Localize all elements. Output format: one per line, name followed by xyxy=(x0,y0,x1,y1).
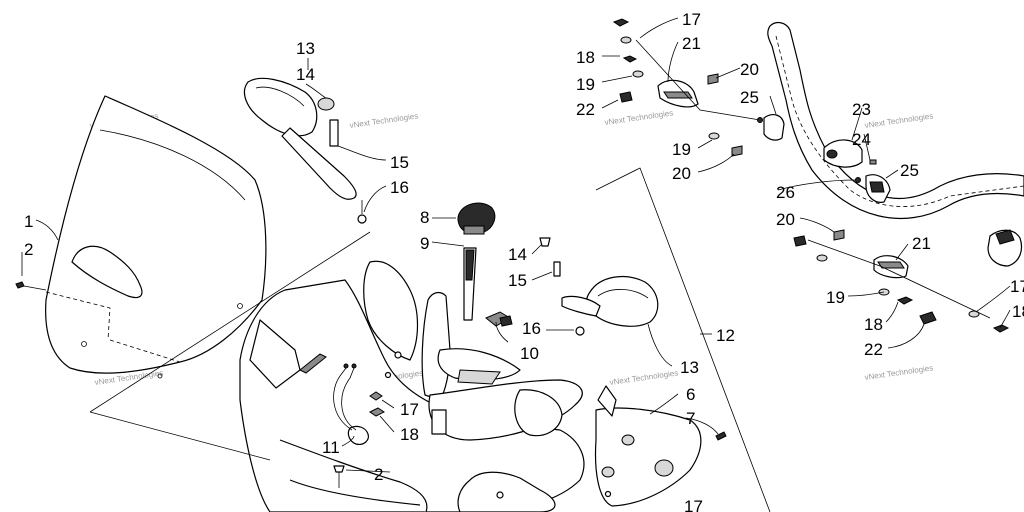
callout-9: 9 xyxy=(420,234,429,253)
screw-2-left xyxy=(15,281,47,291)
callout-24: 24 xyxy=(852,130,871,149)
callout-19: 19 xyxy=(576,75,595,94)
callout-21: 21 xyxy=(682,34,701,53)
screw-2-bottom xyxy=(333,465,345,488)
handlebar xyxy=(767,21,1024,267)
callout-12: 12 xyxy=(716,326,735,345)
callout-20: 20 xyxy=(740,60,759,79)
callout-20: 20 xyxy=(776,210,795,229)
nuts-center xyxy=(369,391,385,417)
callout-13: 13 xyxy=(680,358,699,377)
clamp-upper xyxy=(612,18,785,157)
callout-20: 20 xyxy=(672,164,691,183)
callout-1: 1 xyxy=(24,212,33,231)
mirror-lower xyxy=(561,275,659,336)
light-11 xyxy=(333,363,369,445)
callout-13: 13 xyxy=(296,39,315,58)
watermark: vNext Technologies xyxy=(349,111,419,130)
callout-6: 6 xyxy=(686,385,695,404)
clamp-lower xyxy=(793,229,1010,333)
callout-19: 19 xyxy=(672,140,691,159)
callout-22: 22 xyxy=(864,340,883,359)
callout-26: 26 xyxy=(776,183,795,202)
watermark: vNext Technologies xyxy=(609,368,679,387)
callout-16: 16 xyxy=(522,319,541,338)
callout-14: 14 xyxy=(508,245,527,264)
callout-25: 25 xyxy=(740,88,759,107)
callout-18: 18 xyxy=(576,48,595,67)
callout-18: 18 xyxy=(1012,302,1024,321)
callout-2: 2 xyxy=(24,240,33,259)
callout-14: 14 xyxy=(296,65,315,84)
mirror-upper xyxy=(243,77,367,224)
callout-8: 8 xyxy=(420,208,429,227)
watermark: vNext Technologies xyxy=(864,363,934,382)
fairing xyxy=(239,260,585,512)
callout-19: 19 xyxy=(826,288,845,307)
windshield xyxy=(45,95,267,379)
watermark: vNext Technologies xyxy=(864,111,934,130)
shift-knob xyxy=(457,202,496,321)
side-panel-right xyxy=(594,385,727,507)
switch-10 xyxy=(485,311,513,327)
callout-17: 17 xyxy=(682,10,701,29)
watermark: vNext Technologies xyxy=(604,108,674,127)
callout-17: 17 xyxy=(684,497,703,512)
callout-23: 23 xyxy=(852,100,871,119)
callout-16: 16 xyxy=(390,178,409,197)
callout-25: 25 xyxy=(900,161,919,180)
dashed-lines xyxy=(45,291,181,363)
callouts: 1 2 2 6 7 8 9 10 11 12 13 13 14 14 24 15… xyxy=(24,10,1024,512)
callout-2: 2 xyxy=(374,465,383,484)
callout-15: 15 xyxy=(390,153,409,172)
callout-17: 17 xyxy=(1010,277,1024,296)
callout-18: 18 xyxy=(400,425,419,444)
leaders xyxy=(21,17,1011,473)
callout-7: 7 xyxy=(686,409,695,428)
callout-18: 18 xyxy=(864,315,883,334)
callout-15: 15 xyxy=(508,271,527,290)
callout-22: 22 xyxy=(576,100,595,119)
switch-housing xyxy=(823,139,891,203)
callout-11: 11 xyxy=(322,438,340,457)
frame-lines xyxy=(89,167,771,512)
callout-17: 17 xyxy=(400,400,419,419)
bolt-center xyxy=(539,237,561,277)
callout-21: 21 xyxy=(912,234,931,253)
callout-10: 10 xyxy=(520,344,539,363)
